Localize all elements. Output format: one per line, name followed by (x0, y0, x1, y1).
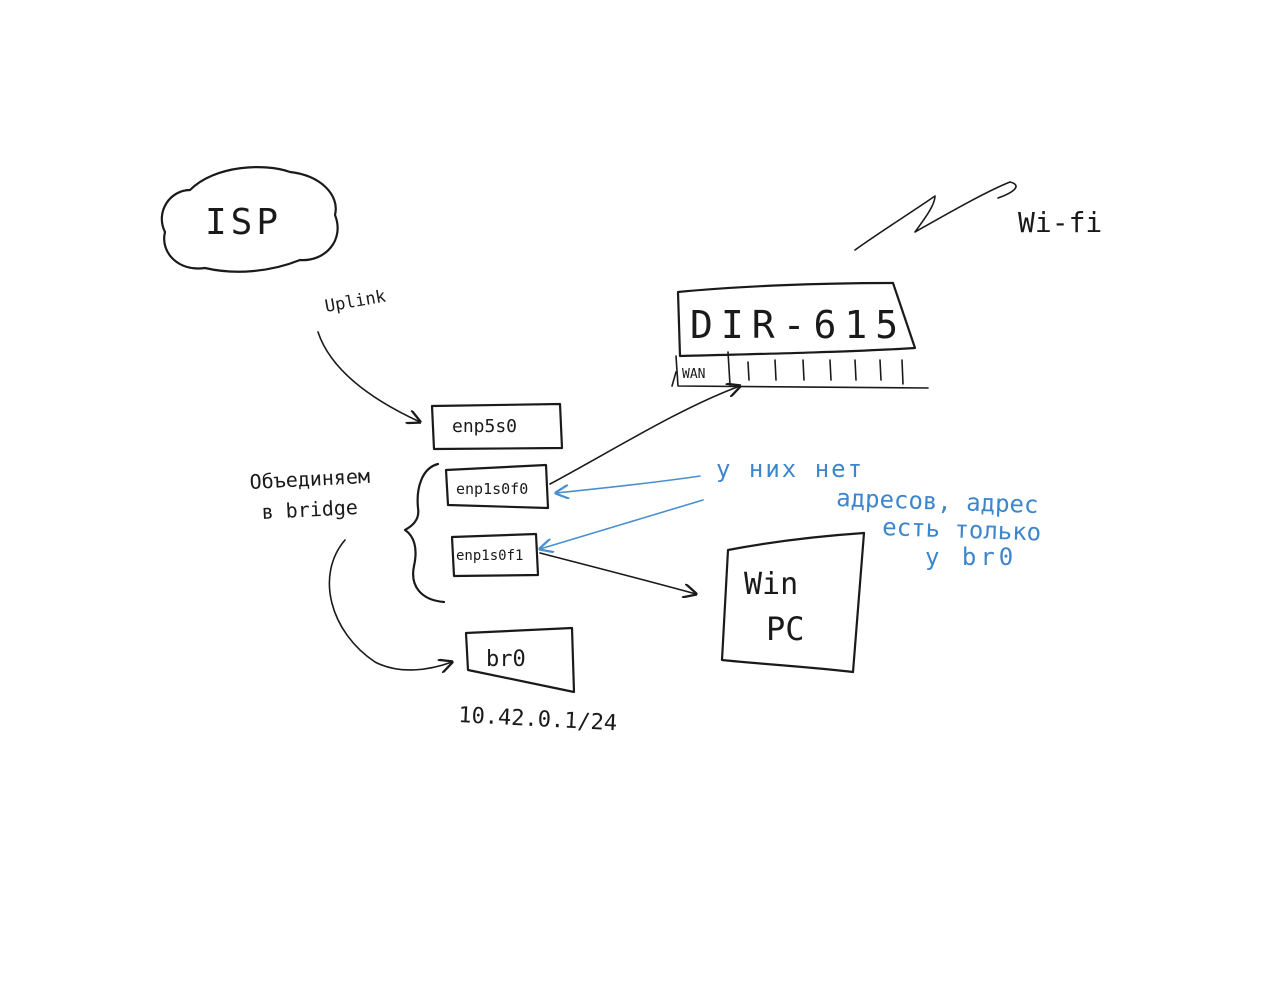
iface-enp5s0: enp5s0 (430, 402, 564, 451)
iface-enp1s0f1: enp1s0f1 (450, 532, 540, 578)
note-arrows (540, 475, 704, 549)
bridge-note-line2: в bridge (261, 495, 358, 524)
note-line1: у них нет (716, 455, 864, 483)
uplink-link: Uplink (317, 287, 420, 422)
isp-label: ISP (205, 202, 282, 243)
bridge-note: Объединяем в bridge (249, 464, 371, 524)
win-pc: Win PC (720, 531, 866, 674)
note-line3: есть только (882, 513, 1042, 547)
router-dir615: DIR-615 WAN (671, 281, 929, 389)
note-line2: адресов, адрес (836, 484, 1039, 519)
iface-enp1s0f1-label: enp1s0f1 (456, 548, 523, 564)
bridge-note-line1: Объединяем (249, 464, 371, 494)
win-pc-line2: PC (766, 610, 805, 648)
link-enp1s0f1-winpc (539, 552, 696, 594)
isp-cloud: ISP (160, 166, 339, 273)
iface-br0: br0 10.42.0.1/24 (458, 626, 618, 736)
bridge-brace (403, 462, 446, 604)
link-enp1s0f0-router (549, 386, 740, 485)
iface-br0-label: br0 (486, 647, 526, 672)
br0-address: 10.42.0.1/24 (458, 703, 618, 736)
win-pc-line1: Win (744, 567, 798, 602)
note-line4: у br0 (925, 543, 1017, 571)
iface-enp1s0f0-label: enp1s0f0 (456, 480, 528, 498)
iface-enp1s0f0: enp1s0f0 (444, 463, 550, 510)
uplink-label: Uplink (323, 287, 387, 317)
wifi-label: Wi-fi (1018, 206, 1102, 239)
wifi-signal: Wi-fi (854, 181, 1102, 251)
router-wan-label: WAN (682, 367, 705, 382)
note-no-addresses: у них нет адресов, адрес есть только у b… (716, 455, 1042, 571)
iface-enp5s0-label: enp5s0 (452, 416, 517, 437)
router-name: DIR-615 (690, 303, 906, 347)
bridge-to-br0-arrow (328, 539, 452, 670)
